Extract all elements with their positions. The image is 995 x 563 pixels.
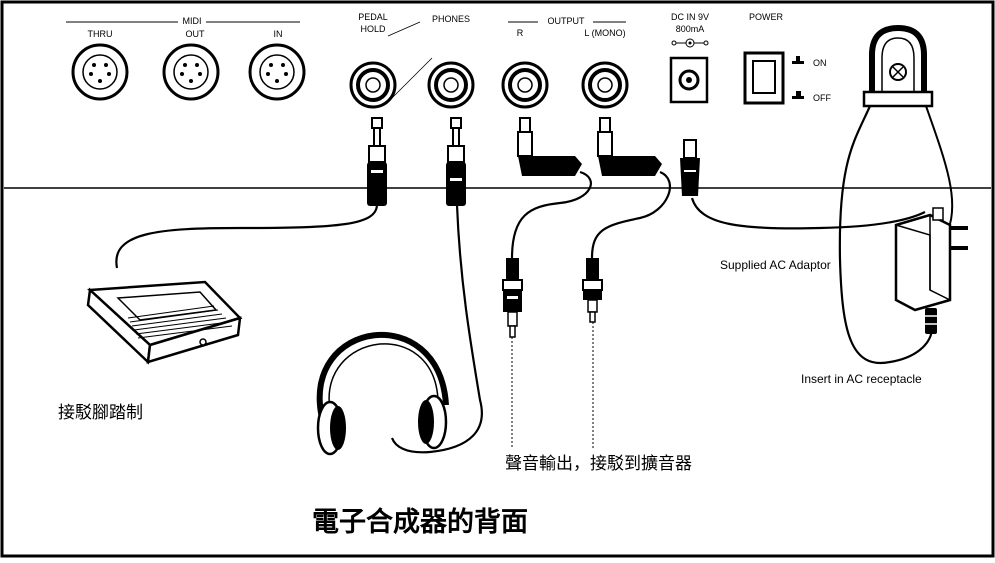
power-cord — [838, 105, 934, 365]
ac-adaptor-icon — [894, 207, 968, 334]
midi-out-port[interactable] — [162, 43, 220, 101]
pedal-plug — [367, 117, 387, 206]
cord-hook — [862, 24, 934, 108]
foot-pedal-icon — [86, 280, 243, 365]
power-on-label: ON — [813, 58, 827, 68]
dc-plug — [680, 139, 700, 196]
output-l-plug — [597, 117, 662, 176]
output-r-jack[interactable] — [501, 61, 549, 109]
audio-out-caption: 聲音輸出，接駁到擴音器 — [505, 454, 692, 474]
phones-label: PHONES — [432, 14, 470, 24]
dc-in-group: DC IN 9V 800mA — [669, 12, 709, 104]
midi-thru-port[interactable] — [71, 43, 129, 101]
output-l-jack[interactable] — [581, 61, 629, 109]
headphones-icon — [316, 331, 449, 456]
on-indicator-icon — [792, 61, 804, 64]
midi-group: MIDI THRU OUT IN — [66, 16, 306, 101]
dc-in-label-line1: DC IN 9V — [671, 12, 709, 22]
power-group: POWER ON OFF — [743, 12, 831, 105]
ac-receptacle-label: Insert in AC receptacle — [801, 372, 922, 386]
output-r-label: R — [517, 28, 524, 38]
midi-out-label: OUT — [186, 29, 206, 39]
pedal-hold-group: PEDAL HOLD — [349, 12, 433, 109]
ac-adaptor-label: Supplied AC Adaptor — [720, 258, 831, 272]
output-leads — [511, 322, 594, 448]
phones-jack[interactable] — [427, 61, 475, 109]
pedal-hold-jack[interactable] — [349, 61, 397, 109]
pedal-label-line1: PEDAL — [358, 12, 388, 22]
midi-in-label: IN — [274, 29, 283, 39]
power-label: POWER — [749, 12, 784, 22]
midi-in-port[interactable] — [248, 43, 306, 101]
midi-label: MIDI — [183, 16, 202, 26]
power-switch[interactable] — [743, 51, 785, 105]
output-label: OUTPUT — [548, 16, 586, 26]
phones-cable — [390, 204, 483, 454]
dc-in-label-line2: 800mA — [676, 24, 705, 34]
rca-plug-r — [502, 258, 523, 338]
power-off-label: OFF — [813, 93, 831, 103]
dc-in-jack[interactable] — [669, 56, 709, 104]
output-group: OUTPUT R L (MONO) — [501, 16, 629, 109]
diagram-title: 電子合成器的背面 — [312, 506, 528, 538]
output-r-cable — [510, 170, 592, 259]
dc-polarity-icon — [671, 38, 709, 48]
pedal-cable — [115, 204, 379, 269]
adaptor-cable — [690, 197, 926, 230]
power-cord-upper — [925, 105, 954, 231]
midi-thru-label: THRU — [88, 29, 113, 39]
phones-group: PHONES — [427, 14, 475, 109]
pedal-label-line2: HOLD — [360, 24, 386, 34]
pedal-caption: 接駁腳踏制 — [58, 403, 143, 423]
output-l-label: L (MONO) — [584, 28, 625, 38]
phones-plug — [446, 117, 466, 206]
output-l-cable — [590, 170, 671, 259]
cables — [115, 105, 934, 454]
rca-plug-l — [582, 258, 603, 323]
output-r-plug — [517, 117, 582, 176]
